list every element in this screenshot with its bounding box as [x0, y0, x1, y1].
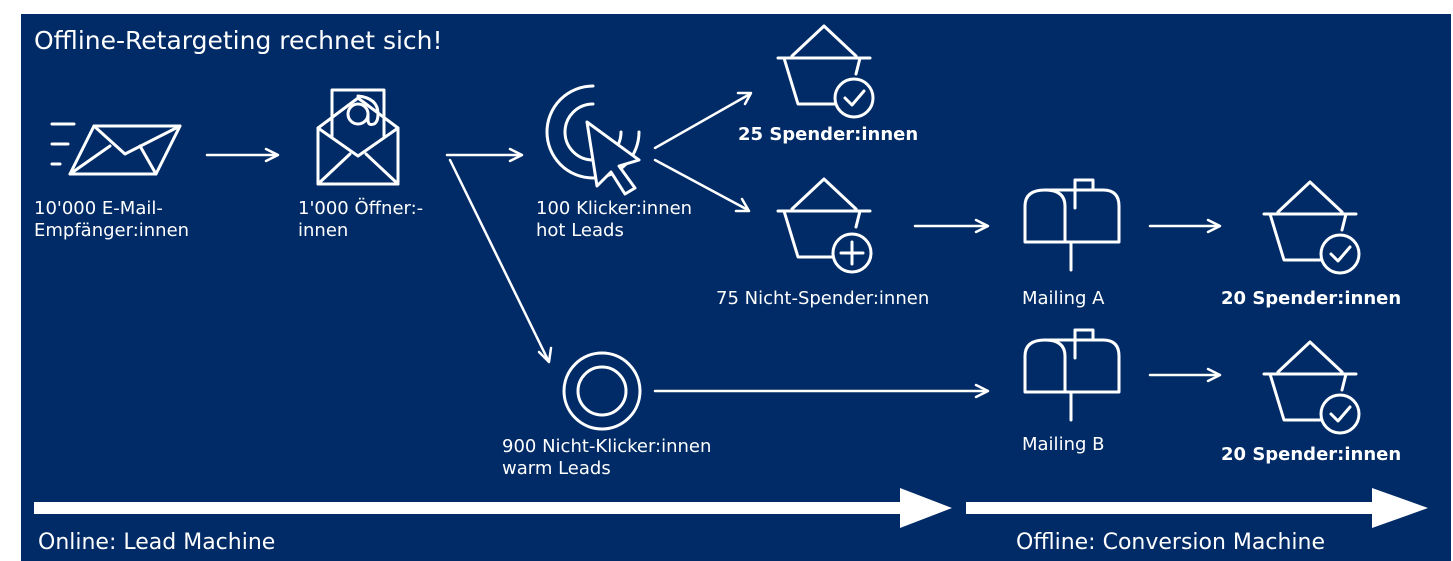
node-label-donors-b: 20 Spender:innen: [1221, 444, 1402, 465]
diagram-panel: [21, 14, 1451, 561]
node-label-mailing-a: Mailing A: [1022, 288, 1105, 309]
edge-openers-clickers: [445, 147, 524, 163]
edge-non-clickers-mailing-b: [653, 383, 990, 399]
edge-clickers-non-donors: [653, 158, 751, 213]
phase-arrow-online: [34, 488, 952, 528]
open-envelope-at-icon: [316, 88, 400, 186]
ring-target-icon: [562, 351, 642, 431]
basket-plus-icon: [776, 177, 873, 274]
click-cursor-icon: [545, 84, 641, 196]
basket-check-icon: [1262, 340, 1361, 435]
node-label-openers: 1'000 Öffner:-innen: [298, 198, 424, 241]
phase-arrow-offline: [966, 488, 1428, 528]
basket-check-icon: [776, 24, 875, 119]
node-label-donors-a: 20 Spender:innen: [1221, 288, 1402, 309]
speeding-envelope-icon: [50, 122, 182, 176]
basket-check-icon: [1262, 180, 1361, 275]
edge-clickers-donors-direct: [653, 91, 753, 150]
edge-non-donors-mailing-a: [913, 218, 990, 234]
node-label-non-donors: 75 Nicht-Spender:innen: [716, 288, 930, 309]
node-label-email-recipients: 10'000 E-Mail-Empfänger:innen: [34, 198, 190, 241]
phase-label-offline: Offline: Conversion Machine: [1016, 530, 1326, 555]
edge-email-recipients-openers: [205, 147, 280, 163]
edge-mailing-a-donors-a: [1148, 218, 1222, 234]
phase-label-online: Online: Lead Machine: [38, 530, 276, 555]
diagram-title: Offline-Retargeting rechnet sich!: [34, 26, 443, 55]
node-label-donors-direct: 25 Spender:innen: [738, 124, 919, 145]
mailbox-icon: [1023, 178, 1121, 272]
mailbox-icon: [1023, 328, 1121, 422]
edge-mailing-b-donors-b: [1148, 367, 1222, 383]
node-label-mailing-b: Mailing B: [1022, 434, 1105, 455]
edge-openers-non-clickers: [448, 158, 553, 364]
